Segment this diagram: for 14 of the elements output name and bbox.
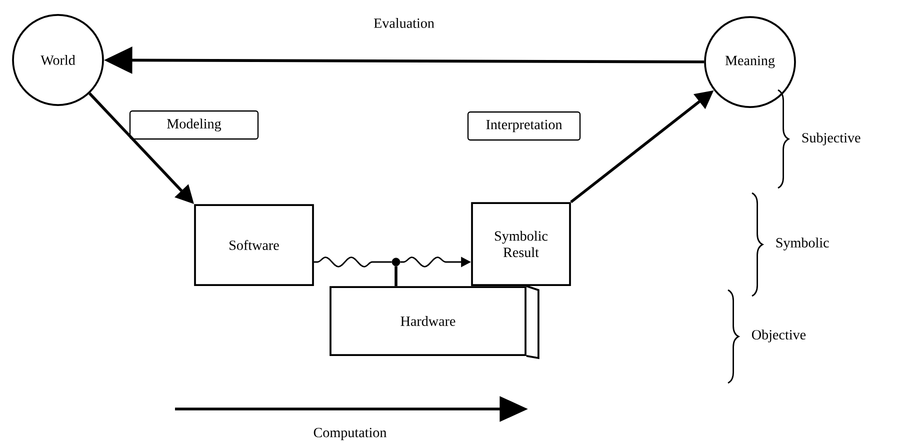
process-box: Symbolic Result [471, 202, 571, 286]
arrow-label: Computation [314, 428, 387, 440]
connector-line [394, 266, 398, 286]
brace-label: Objective [752, 330, 806, 342]
edge-label: Evaluation [372, 16, 436, 30]
brace-label: Subjective [802, 132, 860, 146]
label-box: Interpretation [467, 111, 581, 141]
circle-node: World [12, 14, 104, 106]
process-box: Software [194, 204, 314, 286]
brace-label: Symbolic [776, 238, 829, 250]
junction-dot [392, 258, 400, 266]
circle-node: Meaning [704, 16, 796, 108]
label-box: Modeling [129, 110, 259, 140]
hardware-box: Hardware [330, 285, 540, 360]
